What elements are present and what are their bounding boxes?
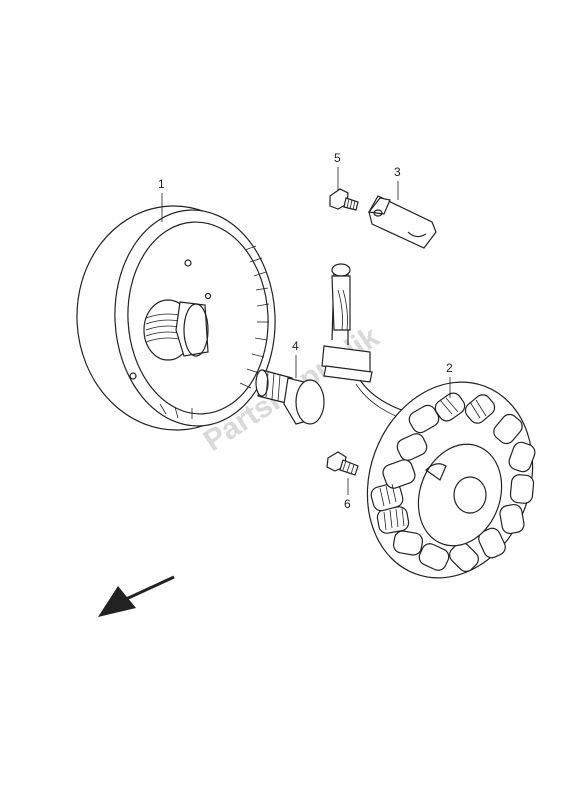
stator-screw-icon [326,451,359,476]
callout-5: 5 [334,151,341,190]
callout-label-5: 5 [334,151,341,165]
callout-6: 6 [344,478,351,511]
callout-4: 4 [292,339,299,378]
callout-1: 1 [158,177,165,222]
flywheel-rotor-icon [76,205,276,431]
stator-coil-icon [321,263,536,579]
front-arrow-icon [98,575,175,617]
callout-3: 3 [394,165,401,200]
wire-clamp-icon [367,195,437,249]
callout-label-1: 1 [158,177,165,191]
rotor-bolt-icon [255,369,325,425]
callout-2: 2 [446,361,453,398]
callout-label-6: 6 [344,497,351,511]
callout-label-2: 2 [446,361,453,375]
callout-label-3: 3 [394,165,401,179]
callout-label-4: 4 [292,339,299,353]
clamp-screw-icon [329,188,359,211]
